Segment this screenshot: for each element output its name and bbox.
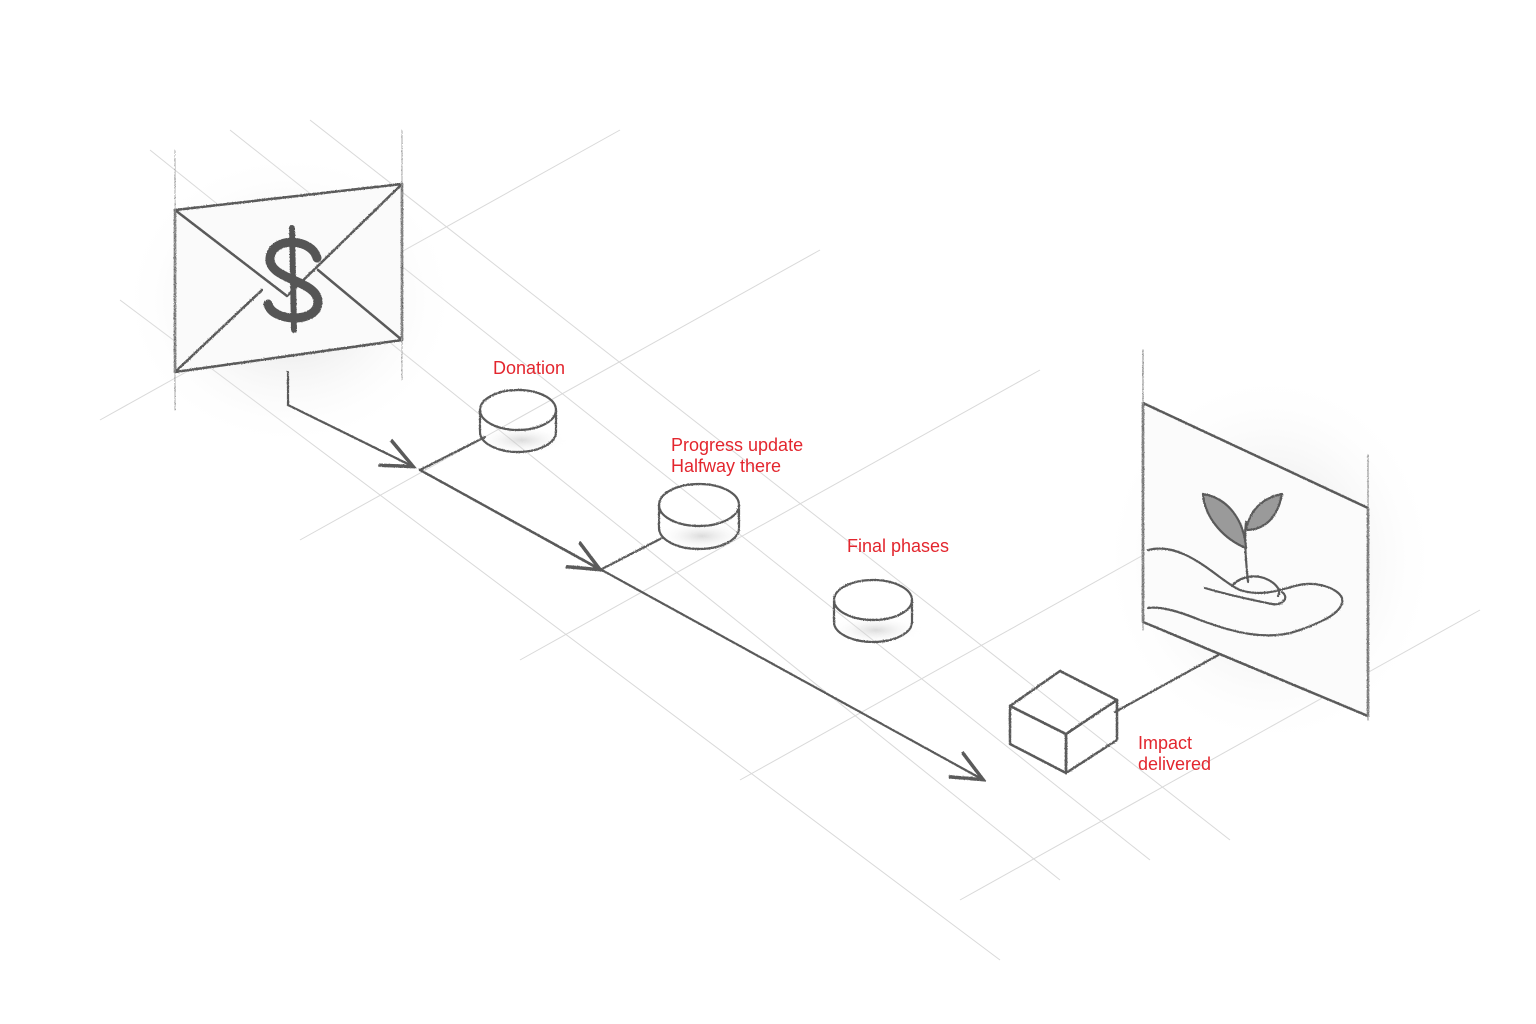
- progress-connector: [598, 536, 664, 572]
- progress-label: Progress update Halfway there: [671, 435, 803, 477]
- final-phases-label: Final phases: [847, 536, 950, 556]
- impact-connector: [1113, 651, 1224, 714]
- impact-label: Impact delivered: [1138, 733, 1211, 775]
- progress-label-line1: Progress update: [671, 435, 804, 455]
- flow-connectors: [286, 370, 1224, 778]
- segment-arrow: [418, 468, 597, 568]
- envelope-arrow: [286, 370, 410, 465]
- donation-connector: [418, 435, 487, 472]
- progress-disc-icon: [656, 482, 748, 551]
- impact-label-line2: delivered: [1138, 754, 1212, 774]
- envelope-dollar-icon: [173, 129, 404, 411]
- donation-label: Donation: [493, 358, 566, 378]
- dollar-sign: [263, 225, 323, 333]
- impact-label-line1: Impact: [1138, 733, 1193, 753]
- hand-plant-icon: [1141, 349, 1370, 721]
- final-disc-icon: [830, 578, 922, 644]
- donation-disc-icon: [477, 388, 567, 454]
- box-icon: [1008, 669, 1119, 775]
- progress-label-line2: Halfway there: [671, 456, 782, 476]
